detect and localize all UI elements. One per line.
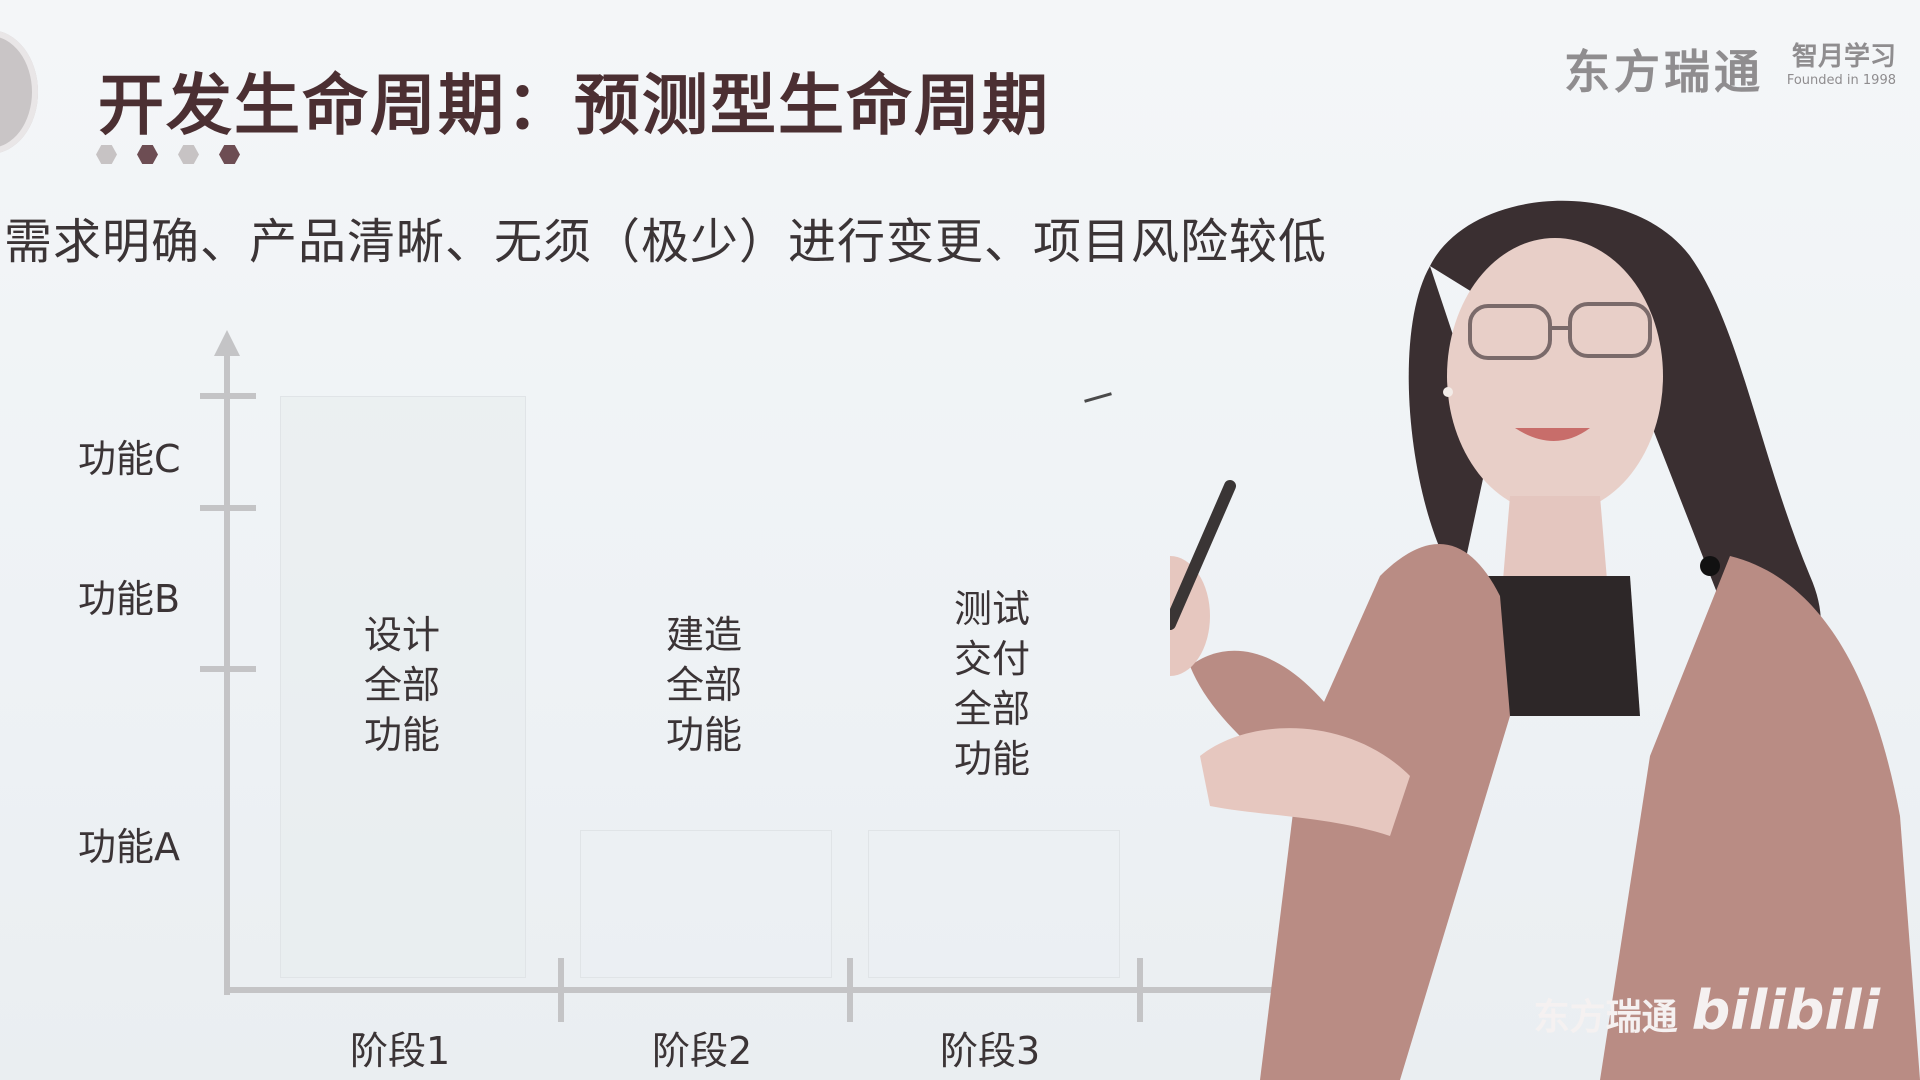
phase-text-line: 功能 xyxy=(953,737,1030,781)
y-axis xyxy=(224,350,230,995)
phase-text-line: 测试 xyxy=(953,587,1030,631)
phase-text-line: 全部 xyxy=(953,687,1030,731)
x-label-phase-3: 阶段3 xyxy=(940,1029,1041,1073)
phase-2-text: 建造 全部 功能 xyxy=(644,610,764,760)
phase-text-line: 交付 xyxy=(953,637,1030,681)
phase-text-line: 全部 xyxy=(665,663,742,707)
phase-text-line: 建造 xyxy=(665,613,742,657)
x-tick xyxy=(558,958,564,1022)
phase-block-1 xyxy=(280,396,526,978)
slide-subtitle: 需求明确、产品清晰、无须（极少）进行变更、项目风险较低 xyxy=(4,214,1328,270)
pen-stroke xyxy=(1084,392,1112,403)
slide-title: 开发生命周期：预测型生命周期 xyxy=(98,67,1050,144)
y-axis-arrow xyxy=(214,330,240,356)
phase-text-line: 功能 xyxy=(665,713,742,757)
x-tick xyxy=(847,958,853,1022)
hex-dot-4 xyxy=(219,145,240,164)
y-label-b: 功能B xyxy=(78,577,181,621)
phase-text-line: 全部 xyxy=(363,663,440,707)
video-watermark: 东方瑞通 bilibili xyxy=(1534,979,1880,1042)
title-dots xyxy=(96,144,240,165)
hex-dot-2 xyxy=(137,145,158,164)
x-tick xyxy=(1137,958,1143,1022)
bilibili-logo: bilibili xyxy=(1691,979,1880,1042)
brand-sub-name: 智月学习 xyxy=(1791,42,1896,72)
corner-badge xyxy=(0,30,38,154)
watermark-brand: 东方瑞通 xyxy=(1533,997,1678,1038)
x-label-phase-1: 阶段1 xyxy=(350,1029,451,1073)
brand-founded: Founded in 1998 xyxy=(1786,73,1896,88)
y-tick xyxy=(200,505,256,511)
hex-dot-1 xyxy=(96,145,117,164)
phase-block-3 xyxy=(868,830,1120,978)
presenter-image xyxy=(1170,200,1920,1080)
phase-block-2 xyxy=(580,830,832,978)
x-axis xyxy=(224,987,1382,993)
hex-dot-3 xyxy=(178,145,199,164)
x-label-phase-2: 阶段2 xyxy=(652,1029,753,1073)
y-label-c: 功能C xyxy=(78,437,181,481)
y-tick xyxy=(200,393,256,399)
y-tick xyxy=(200,666,256,672)
brand-sub-logo: 智月学习 Founded in 1998 xyxy=(1787,36,1896,88)
phase-3-text: 测试 交付 全部 功能 xyxy=(932,584,1052,784)
phase-1-text: 设计 全部 功能 xyxy=(342,610,462,760)
phase-text-line: 设计 xyxy=(363,613,440,657)
brand-logo-text: 东方瑞通 xyxy=(1564,45,1764,99)
phase-text-line: 功能 xyxy=(363,713,440,757)
y-label-a: 功能A xyxy=(78,825,180,869)
